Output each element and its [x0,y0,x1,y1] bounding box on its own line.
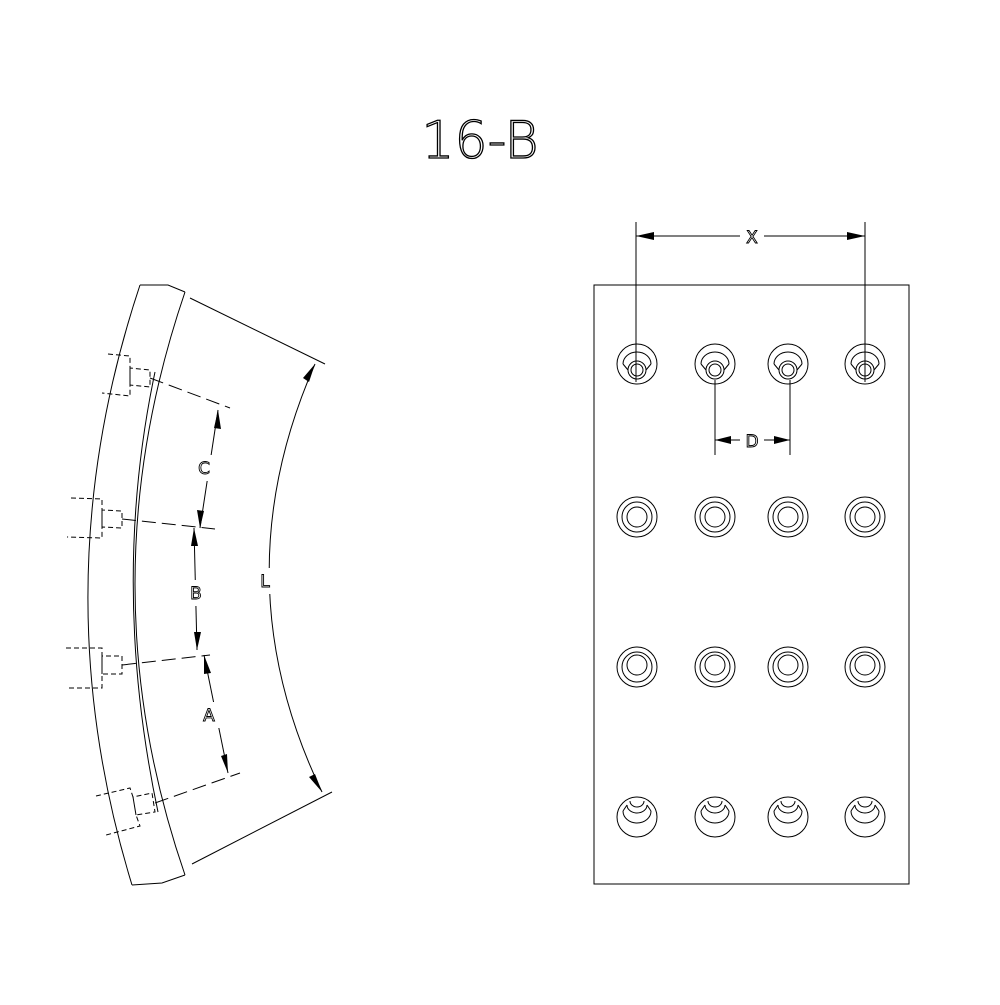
dimension-b-label: B [190,584,202,604]
dimension-d-label: D [745,432,758,452]
rivet-hole [616,496,658,538]
dimension-d: D [714,380,791,455]
backing-plate-arc [132,371,159,813]
dimension-l: L [254,363,323,793]
top-view: X D [593,222,910,885]
rivet-hole-side-4 [95,787,156,836]
rivet-hole [844,496,886,538]
rivet-hole-side-1 [101,353,151,397]
drawing-title: 16-B [421,111,538,171]
rivet-hole [616,343,658,385]
dimension-x: X [635,222,866,382]
dimension-a: A [198,654,229,774]
lining-outer-arc [87,284,141,886]
rivet-hole-side-3 [66,647,123,689]
rivet-hole-side-2 [66,497,123,539]
rivet-hole [767,646,809,688]
dimension-l-label: L [260,572,270,592]
rivet-hole [694,343,736,385]
rivet-hole [767,796,809,838]
rivet-hole [616,796,658,838]
lining-plate-outline [593,284,910,885]
rivet-hole-grid [616,343,886,838]
dimension-b: B [185,527,207,651]
rivet-hole [844,796,886,838]
rivet-centerline-1 [149,377,231,409]
dimension-c-label: C [198,459,210,479]
rivet-centerline-4 [154,772,241,804]
dimension-x-label: X [746,228,758,248]
rivet-centerline-2 [121,518,216,530]
rivet-hole [767,496,809,538]
rivet-centerline-3 [121,654,211,666]
dimension-a-label: A [203,706,215,726]
rivet-hole [616,646,658,688]
rivet-hole [767,343,809,385]
rivet-hole [694,646,736,688]
length-extension-top [189,297,326,365]
dimension-c: C [193,409,221,529]
rivet-hole [694,796,736,838]
lining-bottom-end [131,874,186,886]
rivet-hole [694,496,736,538]
length-extension-bottom [191,791,333,865]
lining-top-end [140,284,186,293]
lining-inner-arc [134,291,186,876]
rivet-hole [844,646,886,688]
side-view [66,284,333,886]
